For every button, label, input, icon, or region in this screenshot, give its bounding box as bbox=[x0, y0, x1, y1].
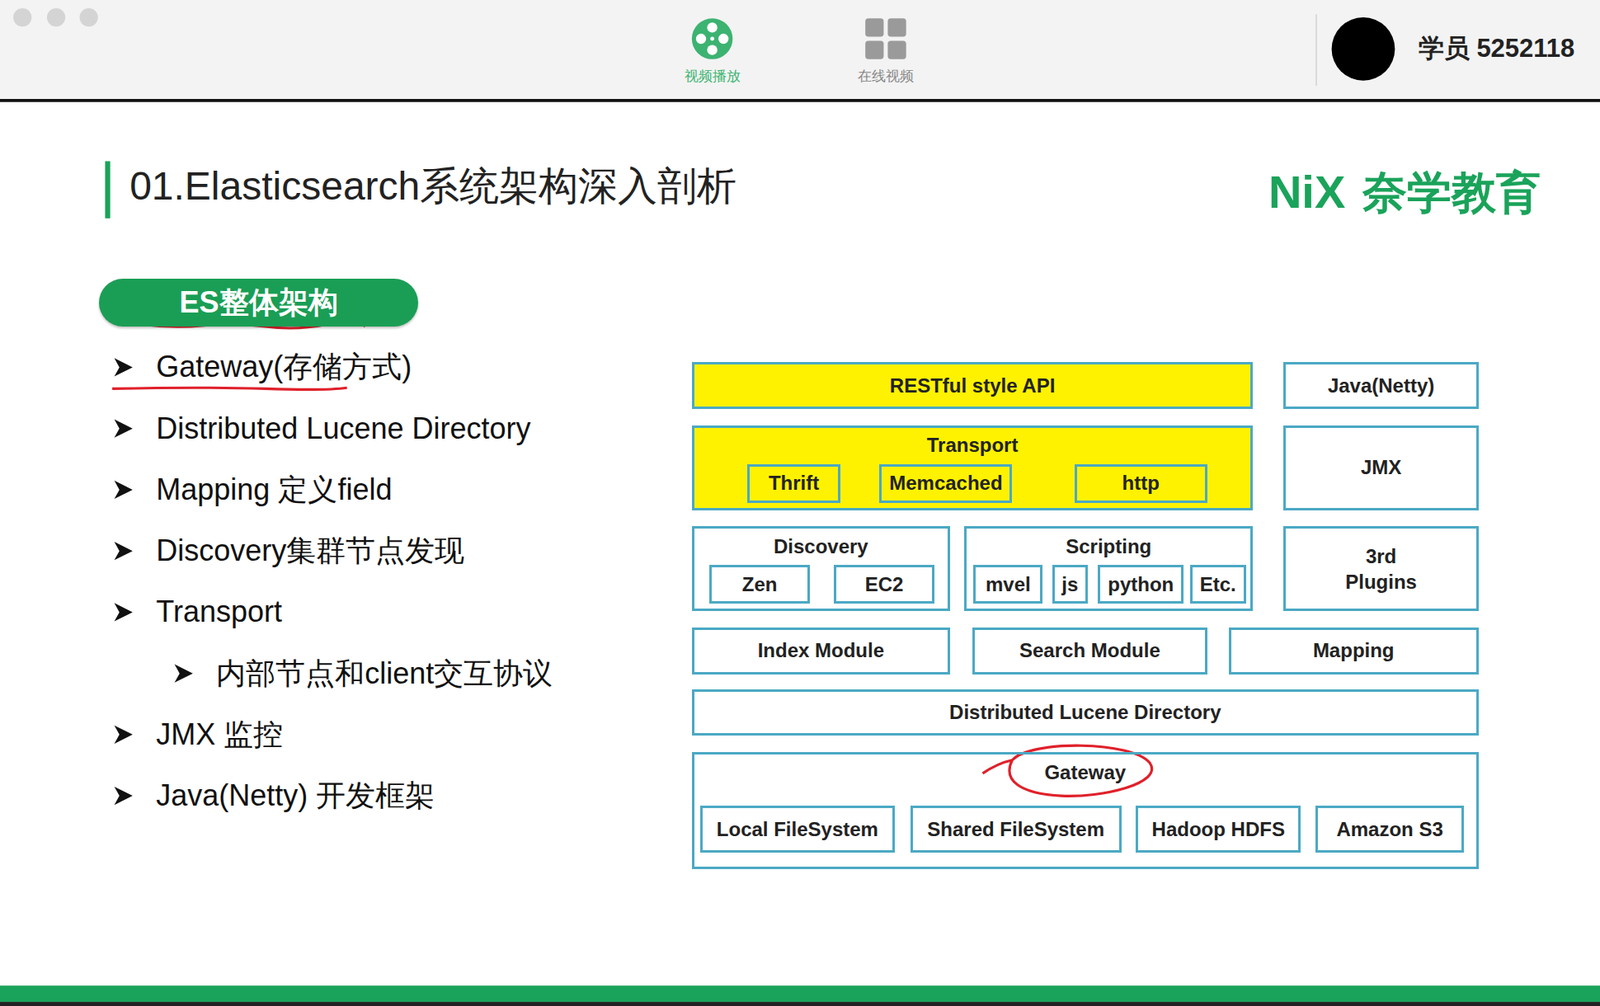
section-pill: ES整体架构 bbox=[98, 278, 419, 327]
header-label: 视频播放 bbox=[684, 68, 741, 85]
box-label: Hadoop HDFS bbox=[1152, 817, 1285, 843]
box-label: python bbox=[1107, 572, 1174, 598]
bullet-text: Discovery集群节点发现 bbox=[155, 533, 465, 570]
bullet-text: Mapping 定义field bbox=[155, 471, 392, 508]
grid-icon bbox=[865, 18, 906, 59]
module-box: Distributed Lucene Directory bbox=[691, 689, 1479, 736]
bullet-text: 内部节点和client交互协议 bbox=[216, 655, 553, 692]
box-label: Distributed Lucene Directory bbox=[949, 700, 1221, 725]
bullet-text: Transport bbox=[155, 594, 283, 631]
group-title: Discovery bbox=[773, 534, 869, 560]
window-button bbox=[80, 8, 99, 27]
avatar bbox=[1331, 17, 1396, 81]
module-box: http bbox=[1074, 464, 1208, 504]
module-box: 3rd Plugins bbox=[1283, 526, 1478, 612]
box-label: JMX bbox=[1360, 455, 1402, 480]
bullet-text: JMX 监控 bbox=[155, 716, 283, 753]
module-box: Search Module bbox=[972, 627, 1208, 675]
box-label: Mapping bbox=[1312, 638, 1395, 664]
top-bar-rule bbox=[0, 98, 1600, 103]
box-label: ES整体架构 bbox=[179, 283, 339, 321]
module-box: Shared FileSystem bbox=[910, 805, 1122, 853]
module-group-box: DiscoveryZen EC2 bbox=[691, 526, 951, 612]
box-label: Memcached bbox=[889, 470, 1003, 496]
module-group-box: Scripting mvel js python Etc. bbox=[964, 526, 1253, 612]
header-label: 在线视频 bbox=[857, 68, 914, 85]
window-button bbox=[13, 8, 32, 27]
box-label: Thrift bbox=[768, 470, 819, 496]
slide-title: 01.Elasticsearch系统架构深入剖析 bbox=[129, 163, 737, 212]
module-box: Mapping bbox=[1228, 627, 1479, 675]
box-label: 3rd Plugins bbox=[1340, 543, 1423, 595]
module-box: Etc. bbox=[1190, 564, 1247, 604]
box-label: http bbox=[1122, 470, 1160, 496]
group-title: Gateway bbox=[1044, 760, 1126, 786]
header-label: NiX bbox=[1268, 164, 1346, 220]
group-title: Scripting bbox=[1065, 534, 1152, 560]
bar-separator bbox=[1315, 14, 1318, 86]
header-label: 学员 5252118 bbox=[1418, 33, 1576, 65]
box-label: Search Module bbox=[1019, 638, 1161, 664]
module-box: EC2 bbox=[833, 564, 935, 604]
box-label: Local FileSystem bbox=[716, 817, 879, 843]
module-box: Memcached bbox=[879, 464, 1012, 504]
module-box: Java(Netty) bbox=[1283, 362, 1478, 410]
bottom-edge bbox=[0, 1002, 1600, 1006]
top-bar bbox=[0, 0, 1600, 99]
module-box: js bbox=[1052, 564, 1088, 604]
module-box: Thrift bbox=[747, 464, 842, 504]
bullet-text: Gateway(存储方式) bbox=[155, 349, 412, 386]
box-label: Etc. bbox=[1200, 572, 1237, 598]
module-box: RESTful style API bbox=[691, 362, 1253, 410]
module-box: python bbox=[1097, 564, 1184, 604]
module-box: Zen bbox=[709, 564, 810, 604]
bottom-bar bbox=[0, 985, 1600, 1003]
module-box: Hadoop HDFS bbox=[1135, 805, 1301, 853]
red-underline bbox=[112, 387, 348, 390]
module-box: Local FileSystem bbox=[700, 805, 895, 853]
module-box: mvel bbox=[973, 564, 1043, 604]
box-label: EC2 bbox=[865, 572, 904, 598]
box-label: Shared FileSystem bbox=[927, 817, 1105, 843]
box-label: RESTful style API bbox=[889, 373, 1055, 399]
group-title: Transport bbox=[927, 432, 1019, 458]
box-label: Amazon S3 bbox=[1336, 817, 1443, 843]
window-button bbox=[47, 8, 66, 27]
box-label: mvel bbox=[985, 572, 1031, 598]
module-box: Index Module bbox=[691, 627, 951, 675]
module-group-box: GatewayLocal FileSystem Shared FileSystem… bbox=[691, 752, 1479, 870]
title-bar-accent bbox=[104, 160, 110, 218]
header-label: 奈学教育 bbox=[1362, 164, 1541, 219]
module-box: Amazon S3 bbox=[1315, 805, 1465, 853]
box-label: Index Module bbox=[757, 638, 885, 664]
module-box: JMX bbox=[1283, 425, 1478, 511]
film-icon bbox=[691, 18, 733, 59]
box-label: Zen bbox=[742, 572, 778, 598]
box-label: Java(Netty) bbox=[1327, 373, 1435, 399]
bullet-text: Java(Netty) 开发框架 bbox=[155, 777, 435, 814]
module-group-box: TransportThrift Memcached http bbox=[691, 425, 1253, 511]
box-label: js bbox=[1061, 572, 1078, 598]
bullet-text: Distributed Lucene Directory bbox=[155, 410, 531, 447]
